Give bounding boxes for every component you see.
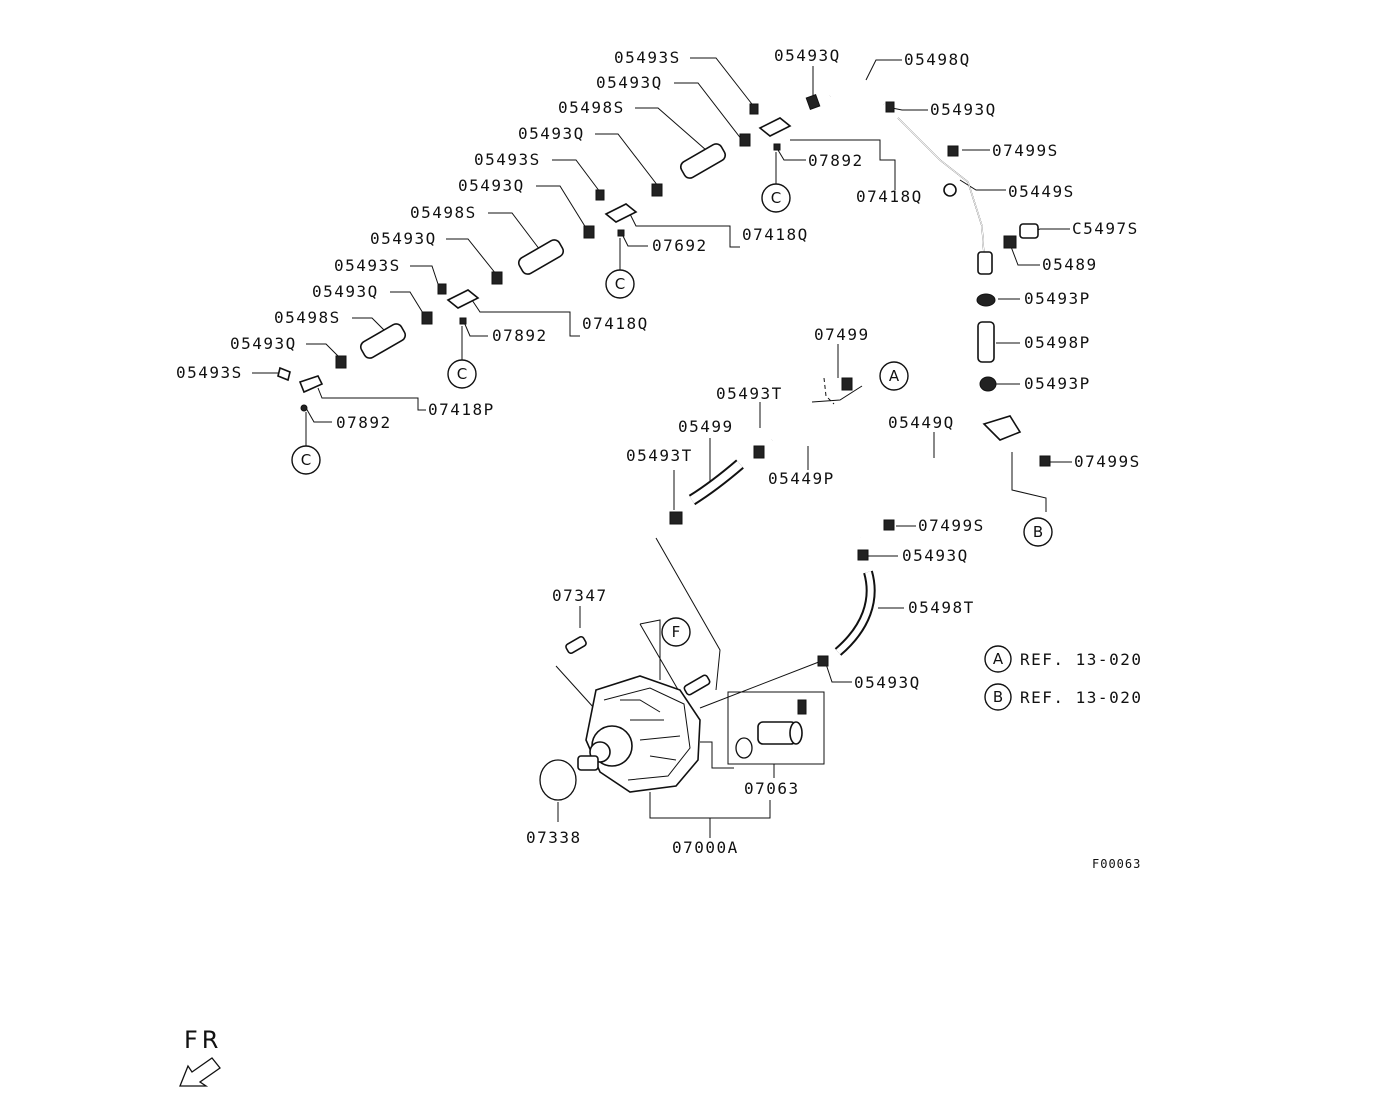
part-label: 05498Q bbox=[904, 50, 971, 69]
part-label: 05449S bbox=[1008, 182, 1075, 201]
callout-letter: C bbox=[615, 275, 625, 293]
part-label: 05499 bbox=[678, 417, 734, 436]
part-label: 07499S bbox=[992, 141, 1059, 160]
part-label: 05493Q bbox=[774, 46, 841, 65]
part-label: 05493S bbox=[176, 363, 243, 382]
part-label: 05493P bbox=[1024, 374, 1091, 393]
injector-return-line bbox=[277, 103, 792, 412]
part-label: 05449Q bbox=[888, 413, 955, 432]
part-label: 07499 bbox=[814, 325, 870, 344]
part-label: 05493Q bbox=[230, 334, 297, 353]
part-label: 07499S bbox=[1074, 452, 1141, 471]
part-label: 05493S bbox=[614, 48, 681, 67]
part-label: 05493S bbox=[334, 256, 401, 275]
callout-letter: C bbox=[771, 189, 781, 207]
direction-label: FR bbox=[184, 1026, 222, 1054]
part-label: 07892 bbox=[336, 413, 392, 432]
part-label: C5497S bbox=[1072, 219, 1139, 238]
part-label: 05493Q bbox=[458, 176, 525, 195]
callout-f: F bbox=[661, 617, 691, 647]
part-label: 05489 bbox=[1042, 255, 1098, 274]
part-label: 05493T bbox=[626, 446, 693, 465]
part-label: 07418Q bbox=[582, 314, 649, 333]
part-label: 07347 bbox=[552, 586, 608, 605]
part-label: 05498S bbox=[274, 308, 341, 327]
callout-c: C bbox=[761, 152, 791, 213]
part-label: 05493Q bbox=[312, 282, 379, 301]
part-label: 07000A bbox=[672, 838, 739, 857]
part-label: 05493Q bbox=[596, 73, 663, 92]
part-label: 05498S bbox=[558, 98, 625, 117]
part-label: 07418Q bbox=[856, 187, 923, 206]
callout-letter: A bbox=[889, 367, 900, 385]
part-label: 07692 bbox=[652, 236, 708, 255]
part-label: 05498T bbox=[908, 598, 975, 617]
part-label: 05493T bbox=[716, 384, 783, 403]
part-label: 07418P bbox=[428, 400, 495, 419]
callout-letter: C bbox=[457, 365, 467, 383]
fuel-pump-body bbox=[565, 635, 711, 793]
reference-letter: A bbox=[993, 650, 1004, 668]
callout-letter: B bbox=[1033, 523, 1043, 541]
part-label: 05449P bbox=[768, 469, 835, 488]
callout-b: B bbox=[1023, 517, 1053, 547]
part-label: 05493Q bbox=[930, 100, 997, 119]
reference-a: A REF. 13-020 bbox=[984, 645, 1142, 673]
callout-a: A bbox=[879, 361, 909, 391]
part-labels: 05493S 05493Q 05498Q 05493Q 05493Q 05498… bbox=[176, 46, 1141, 857]
part-shapes bbox=[179, 82, 1051, 1087]
pressure-sensor-kit bbox=[727, 691, 825, 765]
part-label: 05498S bbox=[410, 203, 477, 222]
reference-text: REF. 13-020 bbox=[1020, 650, 1142, 669]
part-label: 05493S bbox=[474, 150, 541, 169]
part-label: 05493Q bbox=[370, 229, 437, 248]
part-label: 05493Q bbox=[518, 124, 585, 143]
front-arrow bbox=[179, 1057, 221, 1087]
reference-legend: A REF. 13-020 B REF. 13-020 bbox=[984, 645, 1142, 711]
part-label: 05493Q bbox=[902, 546, 969, 565]
part-label: 07499S bbox=[918, 516, 985, 535]
reference-b: B REF. 13-020 bbox=[984, 683, 1142, 711]
part-label: 05493Q bbox=[854, 673, 921, 692]
callout-letter: C bbox=[301, 451, 311, 469]
callout-c: C bbox=[447, 326, 477, 389]
part-label: 07418Q bbox=[742, 225, 809, 244]
part-label: 07338 bbox=[526, 828, 582, 847]
part-label: 07892 bbox=[492, 326, 548, 345]
callout-c: C bbox=[291, 412, 321, 475]
reference-letter: B bbox=[993, 688, 1003, 706]
callout-letter: F bbox=[672, 623, 681, 641]
reference-text: REF. 13-020 bbox=[1020, 688, 1142, 707]
part-label: 05493P bbox=[1024, 289, 1091, 308]
callout-c: C bbox=[605, 238, 635, 299]
part-label: 05498P bbox=[1024, 333, 1091, 352]
part-label: 07063 bbox=[744, 779, 800, 798]
callouts: C C C C A B F bbox=[291, 152, 1053, 647]
part-label: 07892 bbox=[808, 151, 864, 170]
figure-code: F00063 bbox=[1092, 857, 1141, 871]
